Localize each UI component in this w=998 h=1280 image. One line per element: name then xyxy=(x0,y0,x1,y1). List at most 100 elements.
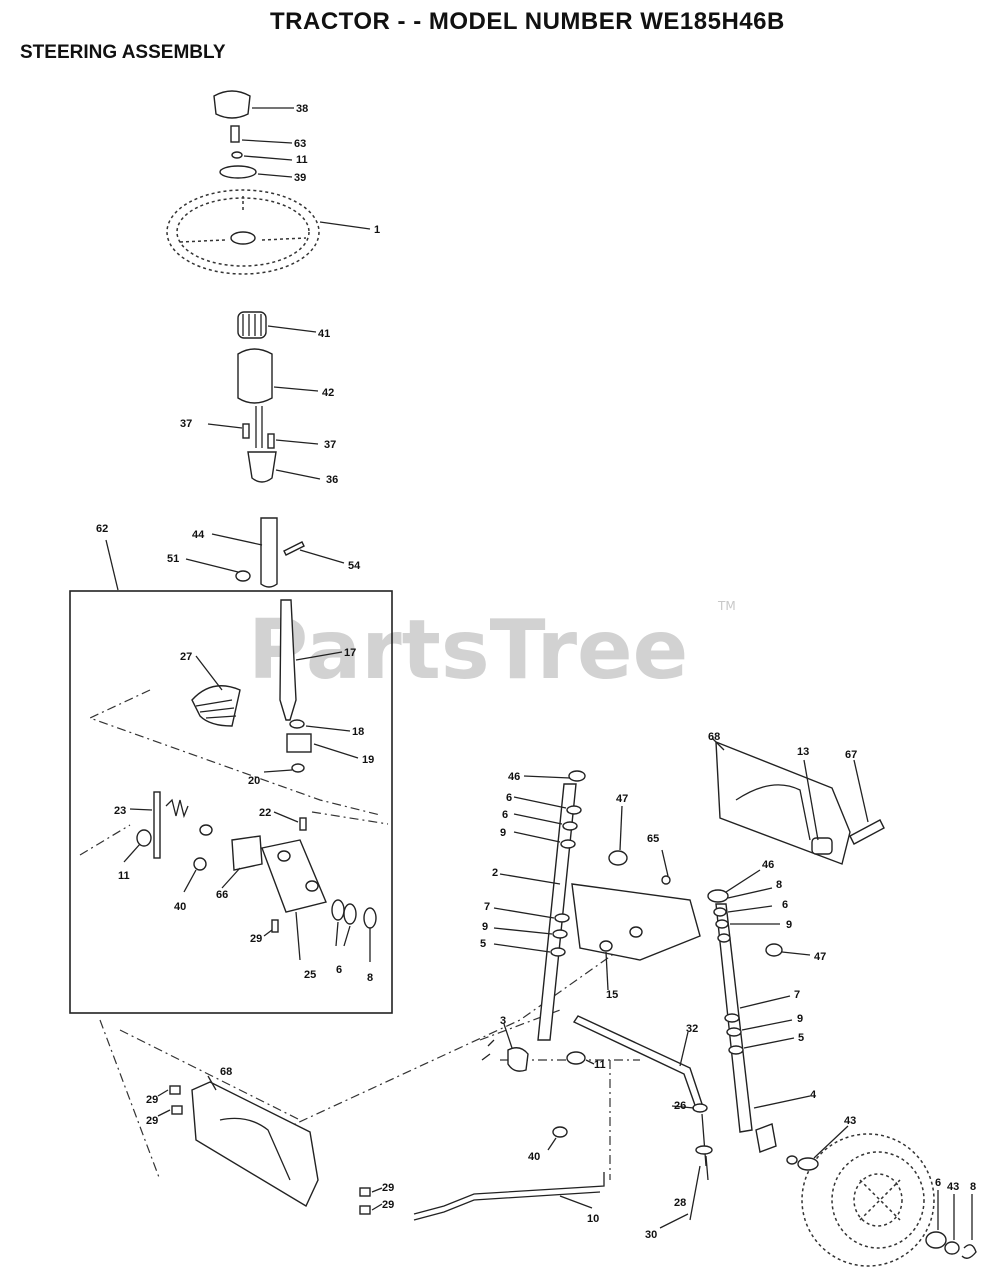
callout-47: 47 xyxy=(814,951,826,963)
flange-nut-part xyxy=(263,763,305,773)
axle-spacer-part xyxy=(803,759,833,855)
lock-washer-part xyxy=(231,151,293,161)
axle-housing-part xyxy=(571,849,701,991)
callout-68: 68 xyxy=(708,731,720,743)
gear-bracket-part xyxy=(261,839,327,961)
gear-washer-part xyxy=(289,719,351,732)
steering-adapter-part xyxy=(237,311,317,339)
callout-29: 29 xyxy=(146,1094,158,1106)
callout-8: 8 xyxy=(776,879,782,891)
steering-gear-shaft-part xyxy=(279,599,343,721)
callout-6: 6 xyxy=(502,809,508,821)
page-title: TRACTOR - - MODEL NUMBER WE185H46B xyxy=(270,8,785,35)
pivot-bolt-part xyxy=(671,1103,708,1113)
bracket-bolt-part xyxy=(263,919,279,937)
callout-9: 9 xyxy=(797,1013,803,1025)
drag-link-rod-part xyxy=(659,1113,713,1229)
left-spindle-washers xyxy=(513,796,582,849)
callout-5: 5 xyxy=(480,938,486,950)
gear-washers-part xyxy=(331,899,377,962)
callout-37: 37 xyxy=(324,439,336,451)
callout-8: 8 xyxy=(367,972,373,984)
callout-5: 5 xyxy=(798,1032,804,1044)
callout-17: 17 xyxy=(344,647,356,659)
callout-23: 23 xyxy=(114,805,126,817)
bracket-washer-part xyxy=(123,829,152,863)
gear-frame-dashed xyxy=(79,689,389,856)
callout-25: 25 xyxy=(304,969,316,981)
callout-4: 4 xyxy=(810,1089,817,1101)
front-wheel-part xyxy=(801,1133,935,1267)
callout-29: 29 xyxy=(382,1199,394,1211)
steering-washer-part xyxy=(219,165,293,179)
callout-6: 6 xyxy=(935,1177,941,1189)
watermark-trademark: TM xyxy=(717,599,736,613)
callout-67: 67 xyxy=(845,749,857,761)
callout-6: 6 xyxy=(506,792,512,804)
callout-26: 26 xyxy=(674,1100,686,1112)
right-spindle-washers xyxy=(713,887,780,943)
callout-54: 54 xyxy=(348,560,361,572)
callout-22: 22 xyxy=(259,807,271,819)
callout-65: 65 xyxy=(647,833,659,845)
bracket-nut-part xyxy=(183,857,207,893)
callout-40: 40 xyxy=(174,901,186,913)
watermark-text: PartsTree xyxy=(248,603,688,698)
callout-42: 42 xyxy=(322,387,334,399)
callout-7: 7 xyxy=(484,901,490,913)
spring-bracket-part xyxy=(129,791,161,859)
callout-29: 29 xyxy=(146,1115,158,1127)
callout-28: 28 xyxy=(674,1197,686,1209)
callout-20: 20 xyxy=(248,775,260,787)
grease-fitting-left-part xyxy=(608,805,628,866)
bushing-part xyxy=(199,824,263,889)
steering-wheel-part xyxy=(166,189,371,275)
callout-13: 13 xyxy=(797,746,809,758)
callout-41: 41 xyxy=(318,328,330,340)
callout-7: 7 xyxy=(794,989,800,1001)
callout-9: 9 xyxy=(500,827,506,839)
left-bracket-bolts xyxy=(157,1085,383,1215)
steering-shaft-upper xyxy=(255,406,263,448)
roll-pin-part xyxy=(283,541,345,564)
steering-cap-part xyxy=(213,90,294,119)
callout-27: 27 xyxy=(180,651,192,663)
left-lower-washers xyxy=(493,873,570,957)
callout-43: 43 xyxy=(844,1115,856,1127)
axle-bracket-left-part xyxy=(191,1075,319,1208)
gear-assembly-box xyxy=(69,539,393,1014)
callout-29: 29 xyxy=(382,1182,394,1194)
callout-9: 9 xyxy=(786,919,792,931)
lower-nut-40-part xyxy=(547,1126,568,1151)
sector-gear-part xyxy=(191,655,241,727)
right-lower-washers xyxy=(724,995,795,1055)
callout-6: 6 xyxy=(782,899,788,911)
lower-nut-part xyxy=(185,558,251,582)
bolt-left-part xyxy=(207,423,250,439)
callout-62: 62 xyxy=(96,523,108,535)
pitman-arm-part xyxy=(566,1051,595,1065)
callout-68: 68 xyxy=(220,1066,232,1078)
callout-30: 30 xyxy=(645,1229,657,1241)
callout-39: 39 xyxy=(294,172,306,184)
grease-fitting-right-part xyxy=(765,943,811,957)
callout-51: 51 xyxy=(167,553,179,565)
callout-66: 66 xyxy=(216,889,228,901)
steering-shaft-part xyxy=(211,517,278,588)
universal-joint-part xyxy=(247,451,321,483)
callout-11: 11 xyxy=(296,154,308,166)
wheel-washer-inner-part xyxy=(786,1125,849,1171)
set-screw-part xyxy=(273,811,307,831)
callout-37: 37 xyxy=(180,418,192,430)
callout-38: 38 xyxy=(296,103,308,115)
callout-40: 40 xyxy=(528,1151,540,1163)
bolt-right-part xyxy=(267,433,319,449)
callout-11: 11 xyxy=(118,870,130,882)
callout-36: 36 xyxy=(326,474,338,486)
section-title: STEERING ASSEMBLY xyxy=(20,42,226,63)
ground-rod-part xyxy=(413,1172,605,1221)
callout-10: 10 xyxy=(587,1213,599,1225)
callout-11: 11 xyxy=(594,1059,606,1071)
